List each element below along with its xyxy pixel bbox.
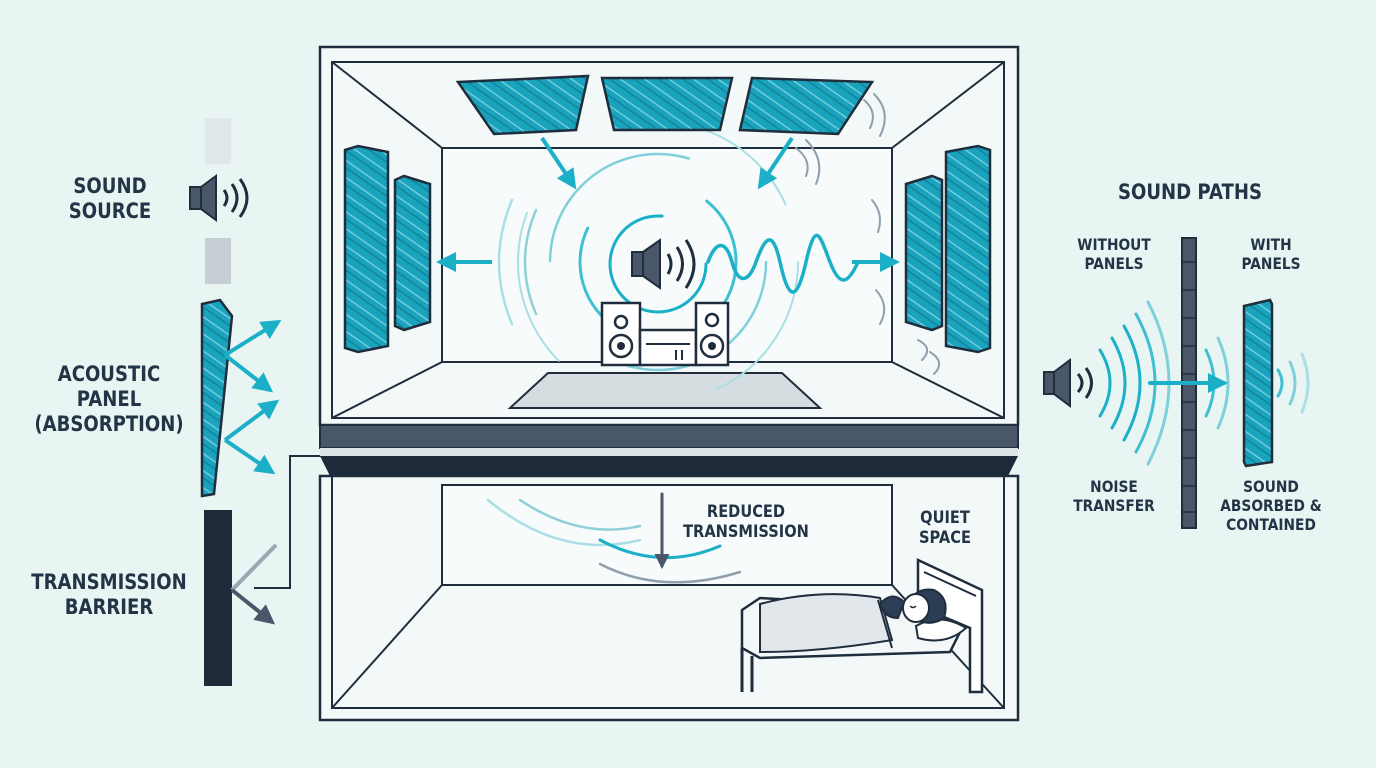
reflection-arrows	[436, 136, 900, 272]
label-line: PANELS	[1084, 253, 1144, 273]
legend-column	[189, 118, 322, 686]
sleeping-person-icon	[878, 588, 947, 624]
label-line: TRANSMISSION	[31, 570, 187, 594]
acoustic-panel	[1242, 298, 1274, 468]
label-line: PANEL	[76, 386, 142, 411]
wall-panels	[343, 144, 992, 354]
label-line: WITH	[1250, 235, 1292, 254]
label-line: SOURCE	[68, 198, 152, 223]
noise-waves	[1098, 300, 1310, 466]
label-line: TRANSMISSION	[683, 522, 809, 543]
legend-fade-bar-bottom	[205, 238, 231, 284]
label-line: ACOUSTIC	[57, 362, 161, 386]
label-line: BARRIER	[64, 594, 154, 619]
rug	[507, 372, 823, 409]
label-line: CONTAINED	[1226, 514, 1316, 534]
acoustic-panel-sample	[200, 298, 282, 498]
label-line: PANELS	[1241, 253, 1301, 273]
transmission-barrier-sample	[204, 455, 322, 686]
label-noise-transfer: NOISE TRANSFER	[1069, 477, 1158, 516]
label-reduced-transmission: REDUCED TRANSMISSION	[677, 502, 815, 542]
label-without-panels: WITHOUT PANELS	[1069, 235, 1158, 274]
label-quiet-space: QUIET SPACE	[911, 508, 978, 548]
label-line: SPACE	[919, 528, 971, 549]
building-cross-section	[318, 45, 1020, 722]
label-line: QUIET	[920, 508, 970, 528]
ceiling-panels	[455, 74, 875, 136]
label-transmission-barrier: TRANSMISSION BARRIER	[19, 570, 200, 620]
label-line: WITHOUT	[1077, 235, 1151, 254]
reduced-transmission-waves	[486, 492, 742, 584]
speaker-icon	[631, 238, 696, 290]
speaker-icon	[1043, 358, 1093, 408]
label-absorbed-contained: SOUND ABSORBED & CONTAINED	[1219, 477, 1324, 535]
label-line: SOUND PATHS	[1117, 180, 1263, 204]
sound-paths-panel	[1043, 237, 1310, 529]
sound-paths-title: SOUND PATHS	[1113, 180, 1268, 205]
label-line: REDUCED	[706, 502, 786, 522]
label-line: SOUND	[73, 174, 147, 198]
legend-fade-bar-top	[205, 118, 231, 164]
label-line: NOISE	[1090, 477, 1138, 496]
label-with-panels: WITH PANELS	[1231, 235, 1312, 274]
label-acoustic-panel: ACOUSTIC PANEL (ABSORPTION)	[32, 362, 185, 436]
label-line: TRANSFER	[1073, 495, 1155, 515]
label-sound-source: SOUND SOURCE	[60, 174, 160, 224]
stereo-system-icon	[600, 301, 730, 367]
label-line: SOUND	[1243, 477, 1299, 496]
label-line: ABSORBED &	[1220, 495, 1322, 515]
speaker-icon	[189, 174, 249, 222]
label-line: (ABSORPTION)	[34, 411, 184, 436]
